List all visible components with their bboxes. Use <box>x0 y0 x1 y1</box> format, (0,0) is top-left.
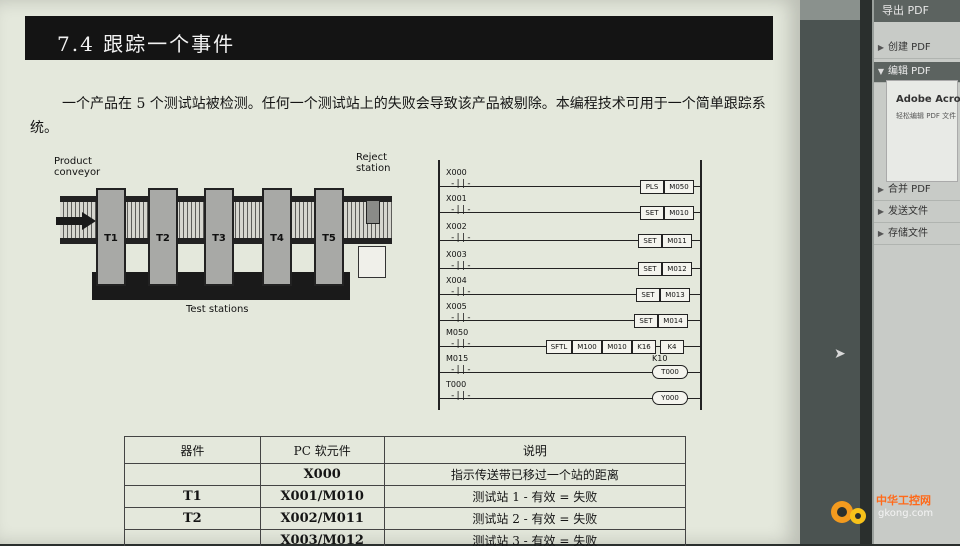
device-table: 器件 PC 软元件 说明 X000 指示传送带已移过一个站的距离 T1 X001… <box>124 436 686 546</box>
panel-item-combine-pdf[interactable]: ▶合并 PDF <box>874 180 960 201</box>
reject-bin <box>358 246 386 278</box>
instruction-box: SFTL <box>546 340 572 354</box>
table-row: T1 X001/M010 测试站 1 - 有效 = 失败 <box>125 486 686 508</box>
description-cell: 测试站 2 - 有效 = 失败 <box>384 508 685 530</box>
contact-symbol: -||- <box>450 261 472 271</box>
instruction-box: SET <box>634 314 658 328</box>
watermark-logo: 中华工控网 gkong.com <box>820 480 960 544</box>
output-coil: T000 <box>652 365 688 379</box>
instruction-box: M050 <box>664 180 694 194</box>
test-station: T5 <box>314 188 344 286</box>
test-station: T3 <box>204 188 234 286</box>
rung-address: X002 <box>446 222 467 231</box>
conveyor-diagram: Product conveyor Reject station T1 T2 T3… <box>40 150 400 320</box>
rung-address: X004 <box>446 276 467 285</box>
tools-panel: 导出 PDF ▶创建 PDF ▼编辑 PDF Adobe Acrobat 轻松编… <box>872 0 960 544</box>
panel-item-store-file[interactable]: ▶存储文件 <box>874 224 960 245</box>
instruction-box: M013 <box>660 288 690 302</box>
gear-icon <box>824 488 872 536</box>
chevron-down-icon: ▼ <box>874 62 888 82</box>
instruction-box: M012 <box>662 262 692 276</box>
device-cell: T2 <box>125 508 261 530</box>
table-row: T2 X002/M011 测试站 2 - 有效 = 失败 <box>125 508 686 530</box>
contact-symbol: -||- <box>450 339 472 349</box>
contact-symbol: -||- <box>450 365 472 375</box>
instruction-box: SET <box>636 288 660 302</box>
rung-address: X003 <box>446 250 467 259</box>
column-header: 器件 <box>125 437 261 464</box>
section-title: 7.4 跟踪一个事件 <box>57 28 235 57</box>
rung-address: X005 <box>446 302 467 311</box>
reject-station-label: Reject station <box>356 152 390 174</box>
instruction-box: M011 <box>662 234 692 248</box>
intro-paragraph: 一个产品在 5 个测试站被检测。任何一个测试站上的失败会导致该产品被剔除。本编程… <box>30 92 770 140</box>
instruction-box: K4 <box>660 340 684 354</box>
mouse-cursor-icon: ➤ <box>834 346 846 362</box>
instruction-box: PLS <box>640 180 664 194</box>
column-header: PC 软元件 <box>260 437 384 464</box>
chevron-right-icon: ▶ <box>874 180 888 200</box>
device-cell: T1 <box>125 486 261 508</box>
description-cell: 指示传送带已移过一个站的距离 <box>384 464 685 486</box>
instruction-box: M100 <box>572 340 602 354</box>
column-header: 说明 <box>384 437 685 464</box>
arrow-right-icon <box>56 212 96 230</box>
rung-address: X001 <box>446 194 467 203</box>
instruction-box: K16 <box>632 340 656 354</box>
rung-address: X000 <box>446 168 467 177</box>
instruction-box: M010 <box>602 340 632 354</box>
table-row: X000 指示传送带已移过一个站的距离 <box>125 464 686 486</box>
output-coil: Y000 <box>652 391 688 405</box>
product-conveyor-label: Product conveyor <box>54 156 100 178</box>
panel-header[interactable]: 导出 PDF <box>874 0 960 22</box>
contact-symbol: -||- <box>450 391 472 401</box>
pdf-page: 7.4 跟踪一个事件 一个产品在 5 个测试站被检测。任何一个测试站上的失败会导… <box>0 0 800 544</box>
description-cell: 测试站 1 - 有效 = 失败 <box>384 486 685 508</box>
device-cell <box>125 464 261 486</box>
contact-symbol: -||- <box>450 233 472 243</box>
instruction-box: SET <box>640 206 664 220</box>
test-stations-label: Test stations <box>186 304 249 315</box>
ladder-diagram: X000 -||- PLS M050 X001 -||- SET M010 X0… <box>438 160 708 412</box>
rung-address: M015 <box>446 354 468 363</box>
timer-constant: K10 <box>652 354 667 363</box>
table-header-row: 器件 PC 软元件 说明 <box>125 437 686 464</box>
promo-title: Adobe Acrobat <box>896 94 960 105</box>
section-header-bar: 7.4 跟踪一个事件 <box>25 16 773 60</box>
rung-address: M050 <box>446 328 468 337</box>
contact-symbol: -||- <box>450 205 472 215</box>
viewer-gutter <box>800 0 860 544</box>
watermark-url: gkong.com <box>878 508 933 519</box>
pc-cell: X002/M011 <box>260 508 384 530</box>
chevron-right-icon: ▶ <box>874 224 888 244</box>
watermark-name: 中华工控网 <box>876 492 931 508</box>
rung-address: T000 <box>446 380 466 389</box>
chevron-right-icon: ▶ <box>874 38 888 58</box>
contact-symbol: -||- <box>450 313 472 323</box>
promo-subtitle: 轻松编辑 PDF 文件 <box>896 111 956 121</box>
test-station: T1 <box>96 188 126 286</box>
viewer-gutter-top <box>800 0 860 20</box>
instruction-box: SET <box>638 234 662 248</box>
pc-cell: X000 <box>260 464 384 486</box>
instruction-box: SET <box>638 262 662 276</box>
test-station: T4 <box>262 188 292 286</box>
instruction-box: M014 <box>658 314 688 328</box>
test-station: T2 <box>148 188 178 286</box>
pc-cell: X001/M010 <box>260 486 384 508</box>
contact-symbol: -||- <box>450 287 472 297</box>
panel-item-send-file[interactable]: ▶发送文件 <box>874 202 960 223</box>
panel-item-create-pdf[interactable]: ▶创建 PDF <box>874 38 960 59</box>
right-power-rail <box>700 160 702 410</box>
chevron-right-icon: ▶ <box>874 202 888 222</box>
instruction-box: M010 <box>664 206 694 220</box>
reject-pusher <box>366 200 380 224</box>
contact-symbol: -||- <box>450 179 472 189</box>
